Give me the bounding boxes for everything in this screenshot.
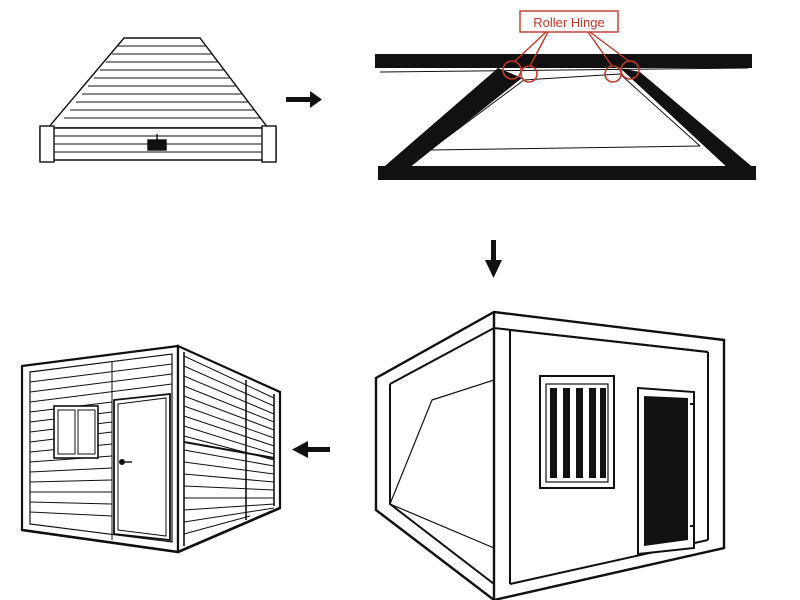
folded-container-icon [39, 37, 277, 163]
roller-hinge-label-box [519, 10, 619, 33]
open-container-frame-icon [374, 310, 726, 600]
assembled-container-house-icon [20, 344, 282, 554]
roller-hinge-label: Roller Hinge [533, 15, 605, 30]
roller-hinge-frame-icon: Roller Hinge [375, 10, 756, 180]
arrow-right-icon [286, 91, 322, 108]
arrow-down-icon [485, 240, 502, 278]
arrow-left-icon [292, 441, 330, 458]
